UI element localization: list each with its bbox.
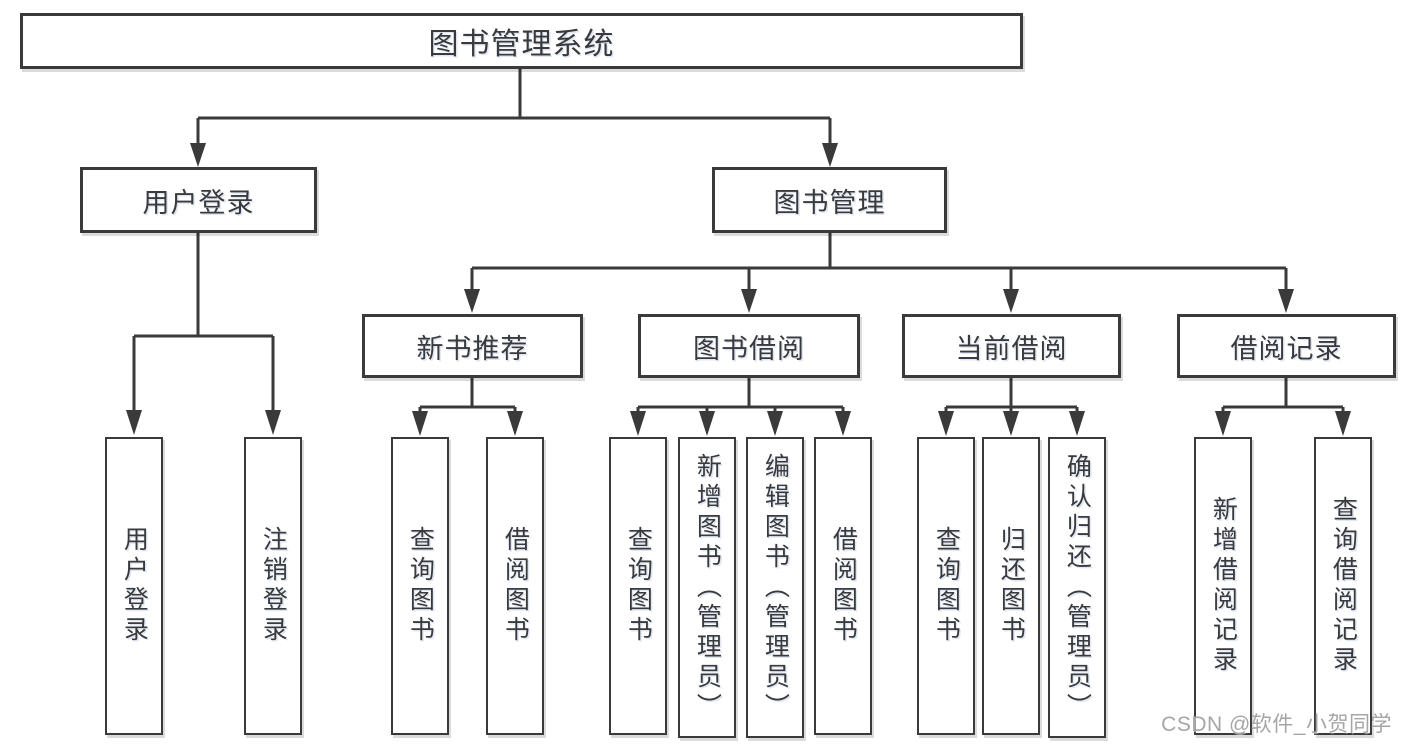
edge-userlogin-to-leaves bbox=[132, 232, 275, 412]
leaf-bb-add-books-admin: 新增图书（管理员） bbox=[678, 437, 736, 738]
leaf-nbr-borrow-books: 借阅图书 bbox=[486, 437, 544, 735]
edge-bookborrow-to-leaves bbox=[636, 378, 845, 413]
arrow-icon bbox=[938, 411, 954, 436]
leaf-bb-query-books: 查询图书 bbox=[609, 437, 667, 735]
leaf-label: 注销登录 bbox=[259, 526, 288, 646]
leaf-label: 新增借阅记录 bbox=[1209, 496, 1238, 676]
leaf-label: 查询图书 bbox=[624, 526, 653, 646]
node-label: 新书推荐 bbox=[416, 333, 529, 364]
edge-currentborrow-to-leaves bbox=[944, 378, 1079, 413]
arrow-icon bbox=[507, 411, 523, 436]
edge-borrowrecords-to-leaves bbox=[1221, 378, 1345, 413]
leaf-label: 查询借阅记录 bbox=[1329, 496, 1358, 676]
node-current-borrowing: 当前借阅 bbox=[902, 314, 1121, 378]
leaf-logout: 注销登录 bbox=[244, 437, 302, 735]
arrowheads bbox=[126, 143, 1351, 436]
arrow-icon bbox=[464, 289, 480, 313]
arrow-icon bbox=[126, 410, 142, 435]
leaf-label: 编辑图书（管理员） bbox=[761, 452, 790, 723]
edge-newbookrec-to-leaves bbox=[418, 378, 517, 413]
leaf-nbr-query-books: 查询图书 bbox=[391, 437, 449, 735]
node-user-login: 用户登录 bbox=[80, 167, 317, 233]
leaf-label: 查询图书 bbox=[932, 526, 961, 646]
arrow-icon bbox=[835, 411, 851, 436]
leaf-label: 归还图书 bbox=[997, 526, 1026, 646]
leaf-bb-borrow-books: 借阅图书 bbox=[814, 437, 872, 735]
arrow-icon bbox=[741, 289, 757, 313]
arrow-icon bbox=[1215, 411, 1231, 436]
leaf-br-query-record: 查询借阅记录 bbox=[1314, 437, 1372, 735]
arrow-icon bbox=[630, 411, 646, 436]
leaf-label: 借阅图书 bbox=[501, 526, 530, 646]
node-label: 图书管理系统 bbox=[428, 28, 615, 61]
leaf-label: 确认归还（管理员） bbox=[1063, 452, 1092, 723]
arrow-icon bbox=[190, 143, 206, 167]
node-new-book-recommend: 新书推荐 bbox=[362, 314, 583, 378]
leaf-label: 用户登录 bbox=[120, 526, 149, 646]
leaf-cb-return-books: 归还图书 bbox=[982, 437, 1040, 735]
arrow-icon bbox=[1003, 289, 1019, 313]
node-book-borrowing: 图书借阅 bbox=[638, 314, 860, 378]
leaf-user-login: 用户登录 bbox=[105, 437, 163, 735]
node-root: 图书管理系统 bbox=[20, 13, 1023, 69]
node-label: 图书管理 bbox=[773, 187, 886, 218]
node-label: 当前借阅 bbox=[955, 333, 1068, 364]
csdn-watermark: CSDN @软件_小贺同学 bbox=[1161, 713, 1392, 736]
edge-root-to-level2 bbox=[196, 69, 832, 144]
leaf-label: 借阅图书 bbox=[829, 526, 858, 646]
node-borrowing-records: 借阅记录 bbox=[1177, 314, 1396, 378]
arrow-icon bbox=[1003, 411, 1019, 436]
node-book-management: 图书管理 bbox=[712, 167, 947, 233]
arrow-icon bbox=[699, 411, 715, 436]
arrow-icon bbox=[1335, 411, 1351, 436]
leaf-cb-confirm-return-admin: 确认归还（管理员） bbox=[1048, 437, 1106, 738]
leaf-cb-query-books: 查询图书 bbox=[917, 437, 975, 735]
leaf-bb-edit-books-admin: 编辑图书（管理员） bbox=[746, 437, 804, 738]
leaf-label: 查询图书 bbox=[406, 526, 435, 646]
arrow-icon bbox=[1069, 411, 1085, 436]
node-label: 借阅记录 bbox=[1230, 333, 1343, 364]
arrow-icon bbox=[822, 143, 838, 167]
node-label: 图书借阅 bbox=[693, 333, 805, 364]
arrow-icon bbox=[412, 411, 428, 436]
arrow-icon bbox=[767, 411, 783, 436]
arrow-icon bbox=[1278, 289, 1294, 313]
arrow-icon bbox=[265, 410, 281, 435]
leaf-label: 新增图书（管理员） bbox=[693, 452, 722, 723]
leaf-br-add-record: 新增借阅记录 bbox=[1194, 437, 1252, 735]
node-label: 用户登录 bbox=[142, 187, 255, 218]
edge-bookmgmt-to-level3 bbox=[470, 233, 1288, 291]
